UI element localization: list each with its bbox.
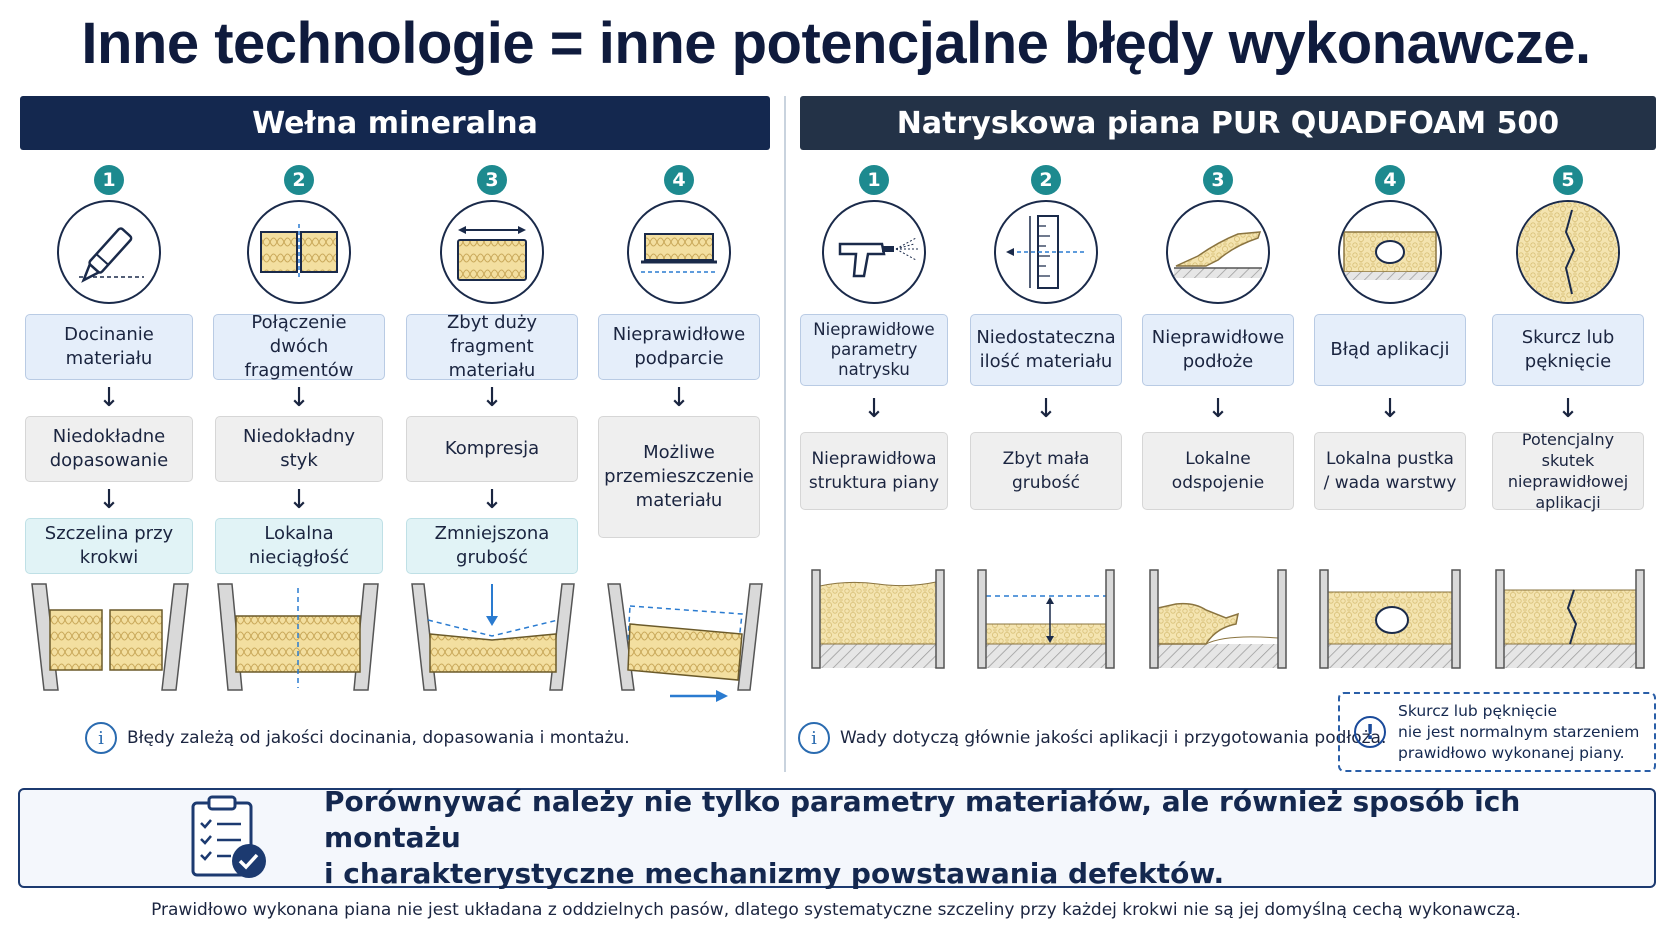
step-box: Nieprawidłowe podparcie: [598, 314, 760, 380]
step-number: 2: [1031, 165, 1061, 195]
cause-box: Lokalna pustka / wada warstwy: [1314, 432, 1466, 510]
step-box: Połączenie dwóch fragmentów: [213, 312, 385, 381]
cracked-foam-icon: [1516, 200, 1620, 304]
footer-note: Prawidłowo wykonana piana nie jest układ…: [151, 900, 1521, 920]
arrow-down-icon: ↓: [98, 485, 120, 515]
callout-line: Skurcz lub pęknięcie: [1398, 701, 1558, 720]
info-icon: i: [798, 722, 830, 754]
step-box: Nieprawidłowe podłoże: [1142, 314, 1294, 386]
effect-box: Lokalna nieciągłość: [215, 518, 383, 574]
summary-line: i charakterystyczne mechanizmy powstawan…: [323, 857, 1225, 890]
void-diagram: [1319, 569, 1461, 669]
arrow-down-icon: ↓: [288, 383, 310, 413]
arrow-down-icon: ↓: [863, 394, 885, 424]
cause-box: Lokalne odspojenie: [1142, 432, 1294, 510]
cause-box: Niedokładne dopasowanie: [25, 416, 193, 482]
arrow-down-icon: ↓: [1207, 394, 1229, 424]
step-number: 1: [94, 165, 124, 195]
foam-column-4: 4 Błąd aplikacji ↓ Lokalna pustka / wada…: [1314, 165, 1466, 510]
arrow-down-icon: ↓: [481, 383, 503, 413]
cause-box: Nieprawidłowa struktura piany: [800, 432, 948, 510]
right-panel-header: Natryskowa piana PUR QUADFOAM 500: [800, 96, 1656, 150]
callout-line: prawidłowo wykonanej piany.: [1398, 743, 1625, 762]
compression-diagram: [411, 583, 575, 691]
step-number: 4: [1375, 165, 1405, 195]
effect-box: Szczelina przy krokwi: [25, 518, 193, 574]
step-box: Docinanie materiału: [25, 314, 193, 380]
panel-divider: [784, 96, 786, 772]
discontinuity-diagram: [217, 583, 379, 691]
detached-foam-icon: [1166, 200, 1270, 304]
cutter-knife-icon: [57, 200, 161, 304]
step-number: 2: [284, 165, 314, 195]
foam-structure-diagram: [811, 569, 945, 669]
wool-column-3: 3 Zbyt duży fragment materiału ↓ Kompres…: [406, 165, 578, 574]
foam-column-3: 3 Nieprawidłowe podłoże ↓ Lokalne odspoj…: [1142, 165, 1294, 510]
step-number: 3: [1203, 165, 1233, 195]
foam-column-2: 2 Niedostateczna ilość materiału ↓ Zbyt …: [970, 165, 1122, 510]
void-foam-icon: [1338, 200, 1442, 304]
thin-layer-diagram: [977, 569, 1115, 669]
left-info-note: i Błędy zależą od jakości docinania, dop…: [85, 722, 630, 754]
info-icon: i: [85, 722, 117, 754]
shrinkage-callout: ! Skurcz lub pęknięcie nie jest normalny…: [1338, 692, 1656, 772]
arrow-down-icon: ↓: [1035, 394, 1057, 424]
wool-column-1: 1 Docinanie materiału ↓ Niedokładne dopa…: [25, 165, 193, 574]
joined-blocks-icon: [247, 200, 351, 304]
wool-column-4: 4 Nieprawidłowe podparcie ↓ Możliwe prze…: [598, 165, 760, 538]
thickness-gauge-icon: [994, 200, 1098, 304]
left-panel-header: Wełna mineralna: [20, 96, 770, 150]
arrow-down-icon: ↓: [481, 485, 503, 515]
cause-box: Zbyt mała grubość: [970, 432, 1122, 510]
arrow-down-icon: ↓: [1557, 394, 1579, 424]
cause-box: Niedokładny styk: [215, 416, 383, 482]
right-info-note: i Wady dotyczą głównie jakości aplikacji…: [798, 722, 1386, 754]
oversized-block-icon: [440, 200, 544, 304]
spray-gun-icon: [822, 200, 926, 304]
step-number: 5: [1553, 165, 1583, 195]
step-box: Zbyt duży fragment materiału: [406, 312, 578, 381]
foam-column-5: 5 Skurcz lub pęknięcie ↓ Potencjalny sku…: [1492, 165, 1644, 512]
step-number: 4: [664, 165, 694, 195]
step-box: Nieprawidłowe parametry natrysku: [800, 314, 948, 386]
page-title: Inne technologie = inne potencjalne błęd…: [81, 11, 1591, 76]
step-number: 1: [859, 165, 889, 195]
effect-box: Zmniejszona grubość: [406, 518, 578, 574]
step-number: 3: [477, 165, 507, 195]
wool-column-2: 2 Połączenie dwóch fragmentów ↓ Niedokła…: [213, 165, 385, 574]
arrow-down-icon: ↓: [288, 485, 310, 515]
cause-box: Możliwe przemieszczenie materiału: [598, 416, 760, 538]
summary-box: Porównywać należy nie tylko parametry ma…: [18, 785, 1656, 890]
foam-column-1: 1 Nieprawidłowe parametry natrysku ↓ Nie…: [800, 165, 948, 510]
right-note-text: Wady dotyczą głównie jakości aplikacji i…: [840, 728, 1387, 748]
step-box: Niedostateczna ilość materiału: [970, 314, 1122, 386]
cause-box: Potencjalny skutek nieprawidłowej aplika…: [1492, 430, 1644, 512]
arrow-down-icon: ↓: [1379, 394, 1401, 424]
step-box: Skurcz lub pęknięcie: [1492, 314, 1644, 386]
exclamation-icon: !: [1354, 716, 1386, 748]
left-note-text: Błędy zależą od jakości docinania, dopas…: [127, 728, 630, 748]
cause-box: Kompresja: [406, 416, 578, 482]
callout-line: nie jest normalnym starzeniem: [1398, 722, 1640, 741]
rafter-gap-diagram: [31, 583, 189, 691]
unsupported-block-icon: [627, 200, 731, 304]
step-box: Błąd aplikacji: [1314, 314, 1466, 386]
arrow-down-icon: ↓: [98, 383, 120, 413]
displacement-diagram: [607, 583, 763, 702]
detachment-diagram: [1149, 569, 1287, 669]
summary-line: Porównywać należy nie tylko parametry ma…: [323, 785, 1521, 854]
arrow-down-icon: ↓: [668, 383, 690, 413]
clipboard-check-icon: [175, 795, 284, 881]
crack-diagram: [1495, 569, 1645, 669]
